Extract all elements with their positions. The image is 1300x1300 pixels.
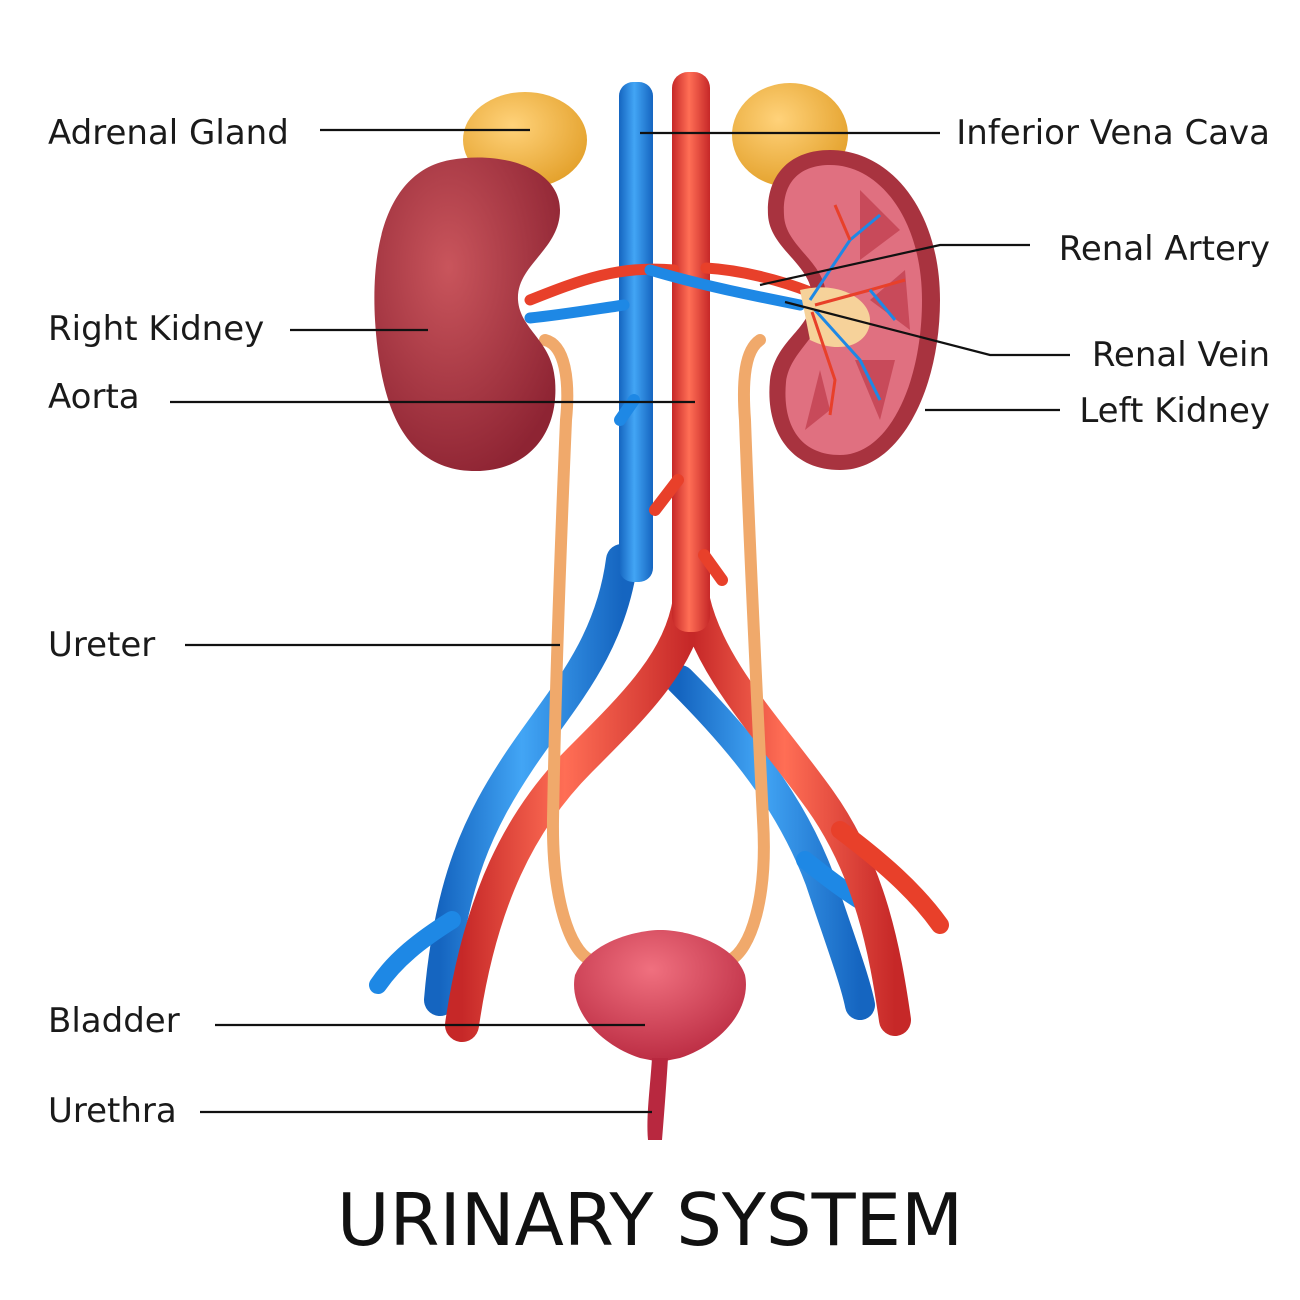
aorta-side-branch [698, 549, 728, 586]
right-renal-vein [524, 299, 630, 324]
vena-cava-shape [619, 82, 653, 582]
left-renal-artery [700, 262, 816, 298]
label-renal-vein: Renal Vein [1092, 335, 1270, 375]
label-right-kidney: Right Kidney [48, 309, 264, 349]
renal-vein-leader [784, 300, 1070, 357]
diagram-title: URINARY SYSTEM [337, 1178, 963, 1262]
left-iliac-artery-branch [831, 821, 949, 934]
right-kidney [374, 157, 560, 472]
bladder-shape [574, 930, 746, 1062]
label-adrenal-gland: Adrenal Gland [48, 113, 289, 153]
label-renal-artery: Renal Artery [1059, 229, 1270, 269]
left-ureter [724, 334, 770, 966]
vena-side-branch [614, 394, 640, 426]
renal-artery-leader [759, 243, 1030, 287]
right-ureter [539, 334, 596, 966]
aorta-shape [672, 72, 710, 632]
urethra-shape [647, 1058, 668, 1140]
right-iliac-vein-branch [369, 911, 461, 994]
right-iliac-vein [424, 544, 638, 1016]
label-ureter: Ureter [48, 625, 155, 665]
label-inferior-vena-cava: Inferior Vena Cava [956, 113, 1270, 153]
renal-vessel-branches [808, 204, 906, 416]
label-left-kidney: Left Kidney [1079, 391, 1270, 431]
left-renal-vein [644, 264, 806, 311]
label-urethra: Urethra [48, 1091, 177, 1131]
aorta-side-branch [649, 474, 684, 516]
label-aorta: Aorta [48, 377, 140, 417]
label-bladder: Bladder [48, 1001, 180, 1041]
left-iliac-artery [678, 584, 911, 1036]
right-iliac-artery [445, 583, 707, 1042]
